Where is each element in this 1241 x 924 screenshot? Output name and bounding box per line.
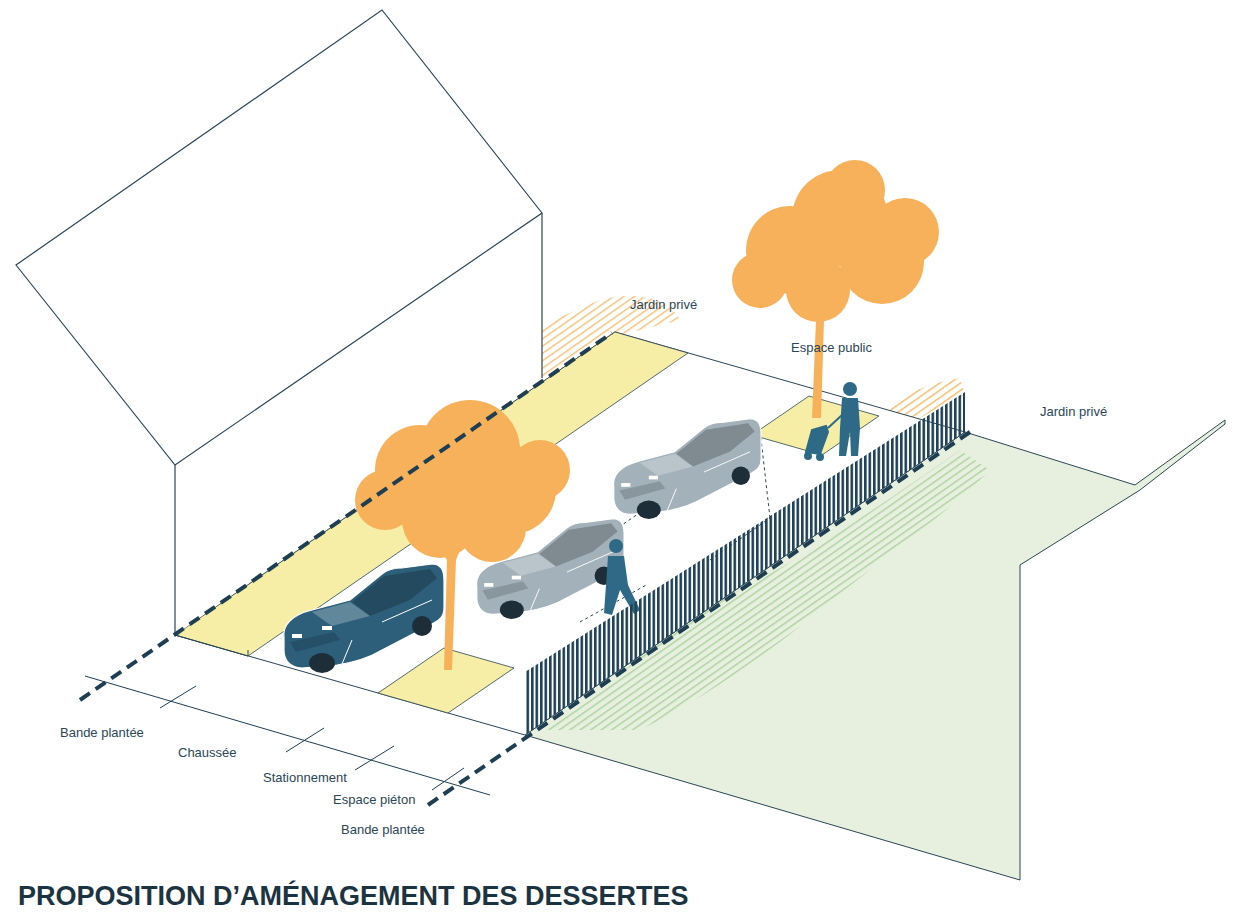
area-label: Espace public [791,340,872,356]
area-label: Espace piéton [333,792,415,808]
area-label: Jardin privé [1040,404,1107,420]
area-label: Chaussée [178,745,237,761]
area-label: Jardin privé [630,297,697,313]
area-label: Stationnement [263,770,347,786]
diagram-title: PROPOSITION D’AMÉNAGEMENT DES DESSERTES [18,880,689,912]
area-label: Bande plantée [341,822,425,838]
area-label: Bande plantée [60,725,144,741]
